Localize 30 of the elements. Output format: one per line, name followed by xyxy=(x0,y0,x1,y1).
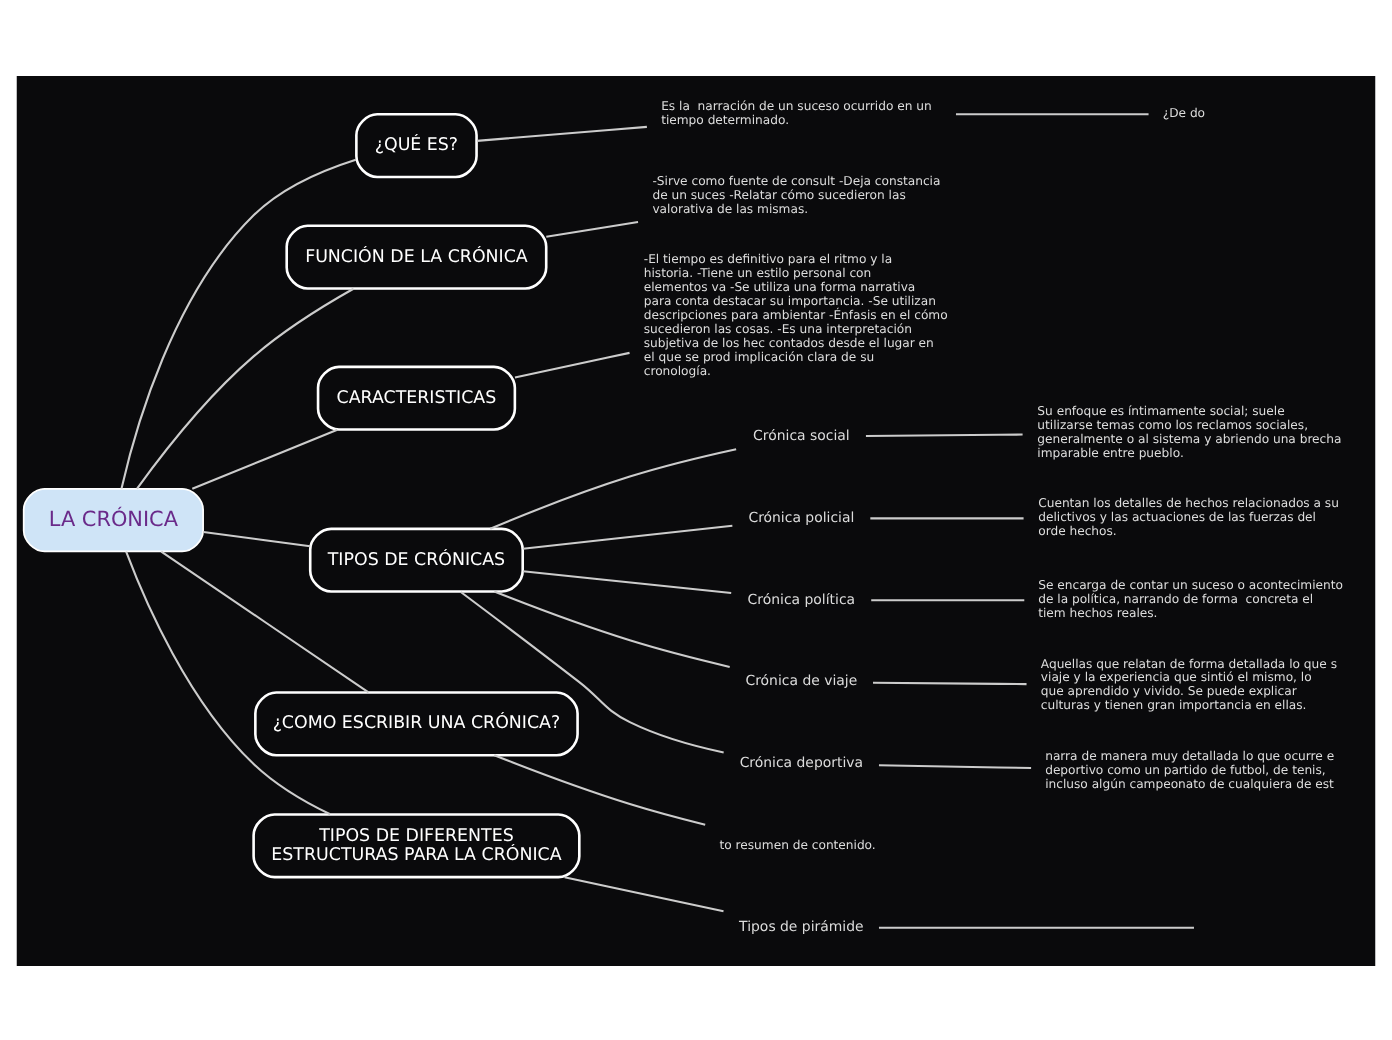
node-box: ¿QUÉ ES? xyxy=(355,112,478,178)
connector xyxy=(493,753,706,825)
connector xyxy=(476,124,647,141)
connector xyxy=(489,447,737,529)
connector xyxy=(493,589,730,667)
connector xyxy=(136,286,354,489)
connector xyxy=(871,598,1025,601)
connector xyxy=(120,157,357,488)
connector xyxy=(878,925,1194,928)
connector xyxy=(522,523,733,549)
node-box: LA CRÓNICA xyxy=(22,486,204,552)
connector xyxy=(460,590,724,753)
connector xyxy=(546,219,639,237)
connector xyxy=(870,516,1024,519)
connector xyxy=(125,550,331,815)
connector xyxy=(873,680,1027,685)
node-box: CARACTERISTICAS xyxy=(316,364,517,430)
connector xyxy=(865,432,1023,436)
connector xyxy=(203,529,311,547)
connector xyxy=(514,350,630,378)
node-box: TIPOS DE CRÓNICAS xyxy=(308,526,524,592)
connector xyxy=(522,569,732,594)
node-box: FUNCIÓN DE LA CRÓNICA xyxy=(285,223,548,289)
connector xyxy=(955,112,1149,115)
node-box: ¿COMO ESCRIBIR UNA CRÓNICA? xyxy=(254,690,579,756)
connector xyxy=(160,549,370,693)
node-box: TIPOS DE DIFERENTES ESTRUCTURAS PARA LA CRÓNICA xyxy=(252,812,581,878)
connector xyxy=(191,427,338,489)
connector xyxy=(564,875,724,912)
connector xyxy=(878,763,1032,769)
